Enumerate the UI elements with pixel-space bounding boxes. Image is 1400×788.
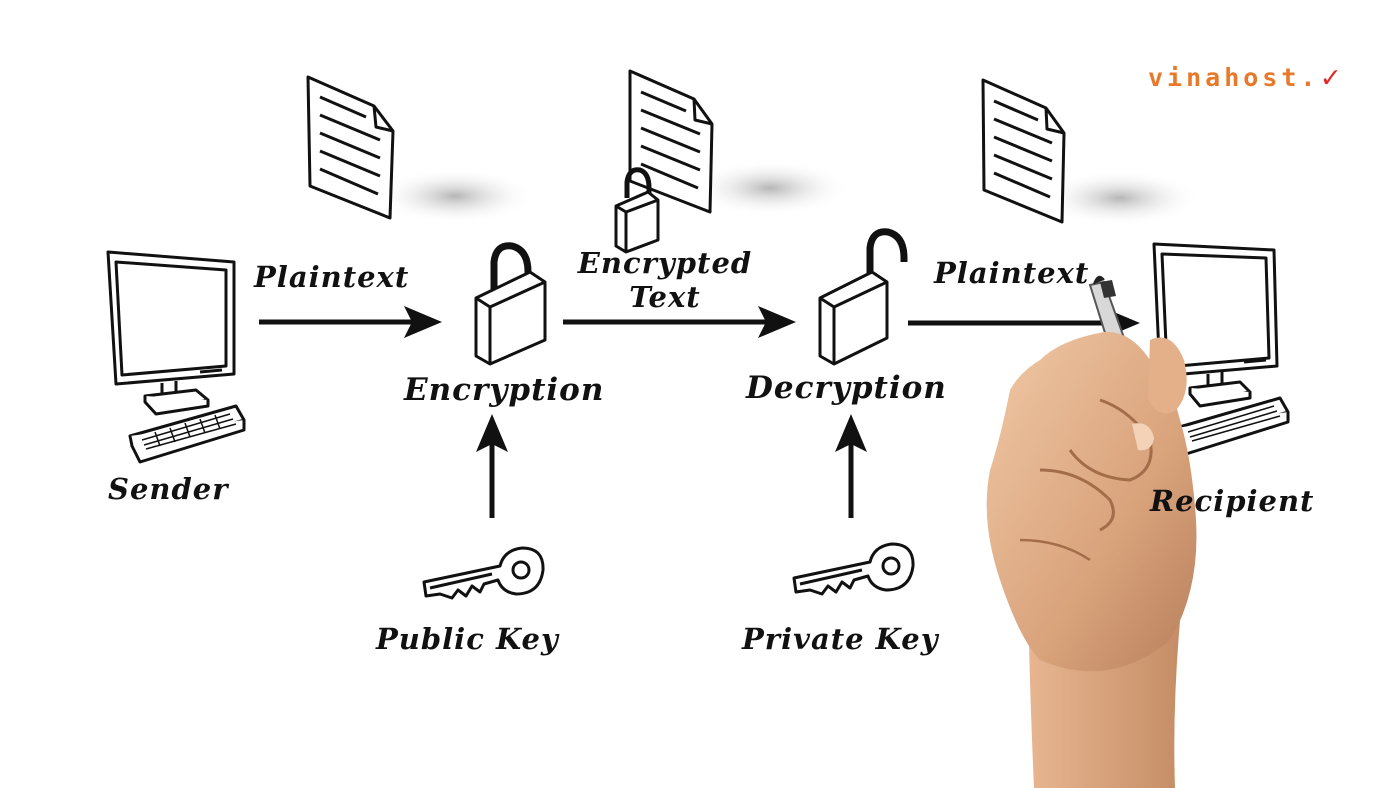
document-shadow xyxy=(1040,170,1200,226)
key-icon xyxy=(422,546,545,600)
flow-label-encrypted-line2: Text xyxy=(629,280,701,314)
node-label-decryption: Decryption xyxy=(746,370,947,406)
key-icon xyxy=(792,542,915,596)
arrowhead-icon xyxy=(835,414,867,452)
node-label-sender: Sender xyxy=(108,472,229,506)
flow-label-plaintext-out: Plaintext xyxy=(934,256,1090,290)
flow-label-encrypted-line1: Encrypted xyxy=(577,246,753,280)
flow-label-encrypted-text: Encrypted Text xyxy=(572,246,758,314)
flow-arrows xyxy=(259,319,1120,518)
key-label-public: Public Key xyxy=(376,622,559,656)
arrowhead-icon xyxy=(476,414,508,452)
brand-check-icon: ✓ xyxy=(1321,60,1340,95)
arrowhead-icon xyxy=(758,306,796,338)
document-icon xyxy=(306,75,395,220)
brand-name: vinahost. xyxy=(1148,63,1320,92)
flow-label-plaintext-in: Plaintext xyxy=(254,260,410,294)
keyboard-icon xyxy=(1174,396,1290,456)
brand-logo: vinahost. ✓ xyxy=(1148,60,1340,95)
arrowhead-icon xyxy=(404,306,442,338)
computer-icon xyxy=(1152,242,1279,408)
document-shadow xyxy=(375,168,535,224)
padlock-open-icon xyxy=(818,228,908,366)
document-shadow xyxy=(690,160,850,216)
padlock-closed-icon xyxy=(474,242,547,366)
key-label-private: Private Key xyxy=(742,622,939,656)
document-icon xyxy=(981,78,1066,224)
hand-with-marker xyxy=(986,275,1197,788)
padlock-closed-icon xyxy=(614,167,660,254)
computer-icon xyxy=(106,250,236,416)
document-icon xyxy=(628,69,714,214)
node-label-recipient: Recipient xyxy=(1150,484,1315,518)
node-label-encryption: Encryption xyxy=(404,372,605,408)
keyboard-icon xyxy=(128,404,246,464)
